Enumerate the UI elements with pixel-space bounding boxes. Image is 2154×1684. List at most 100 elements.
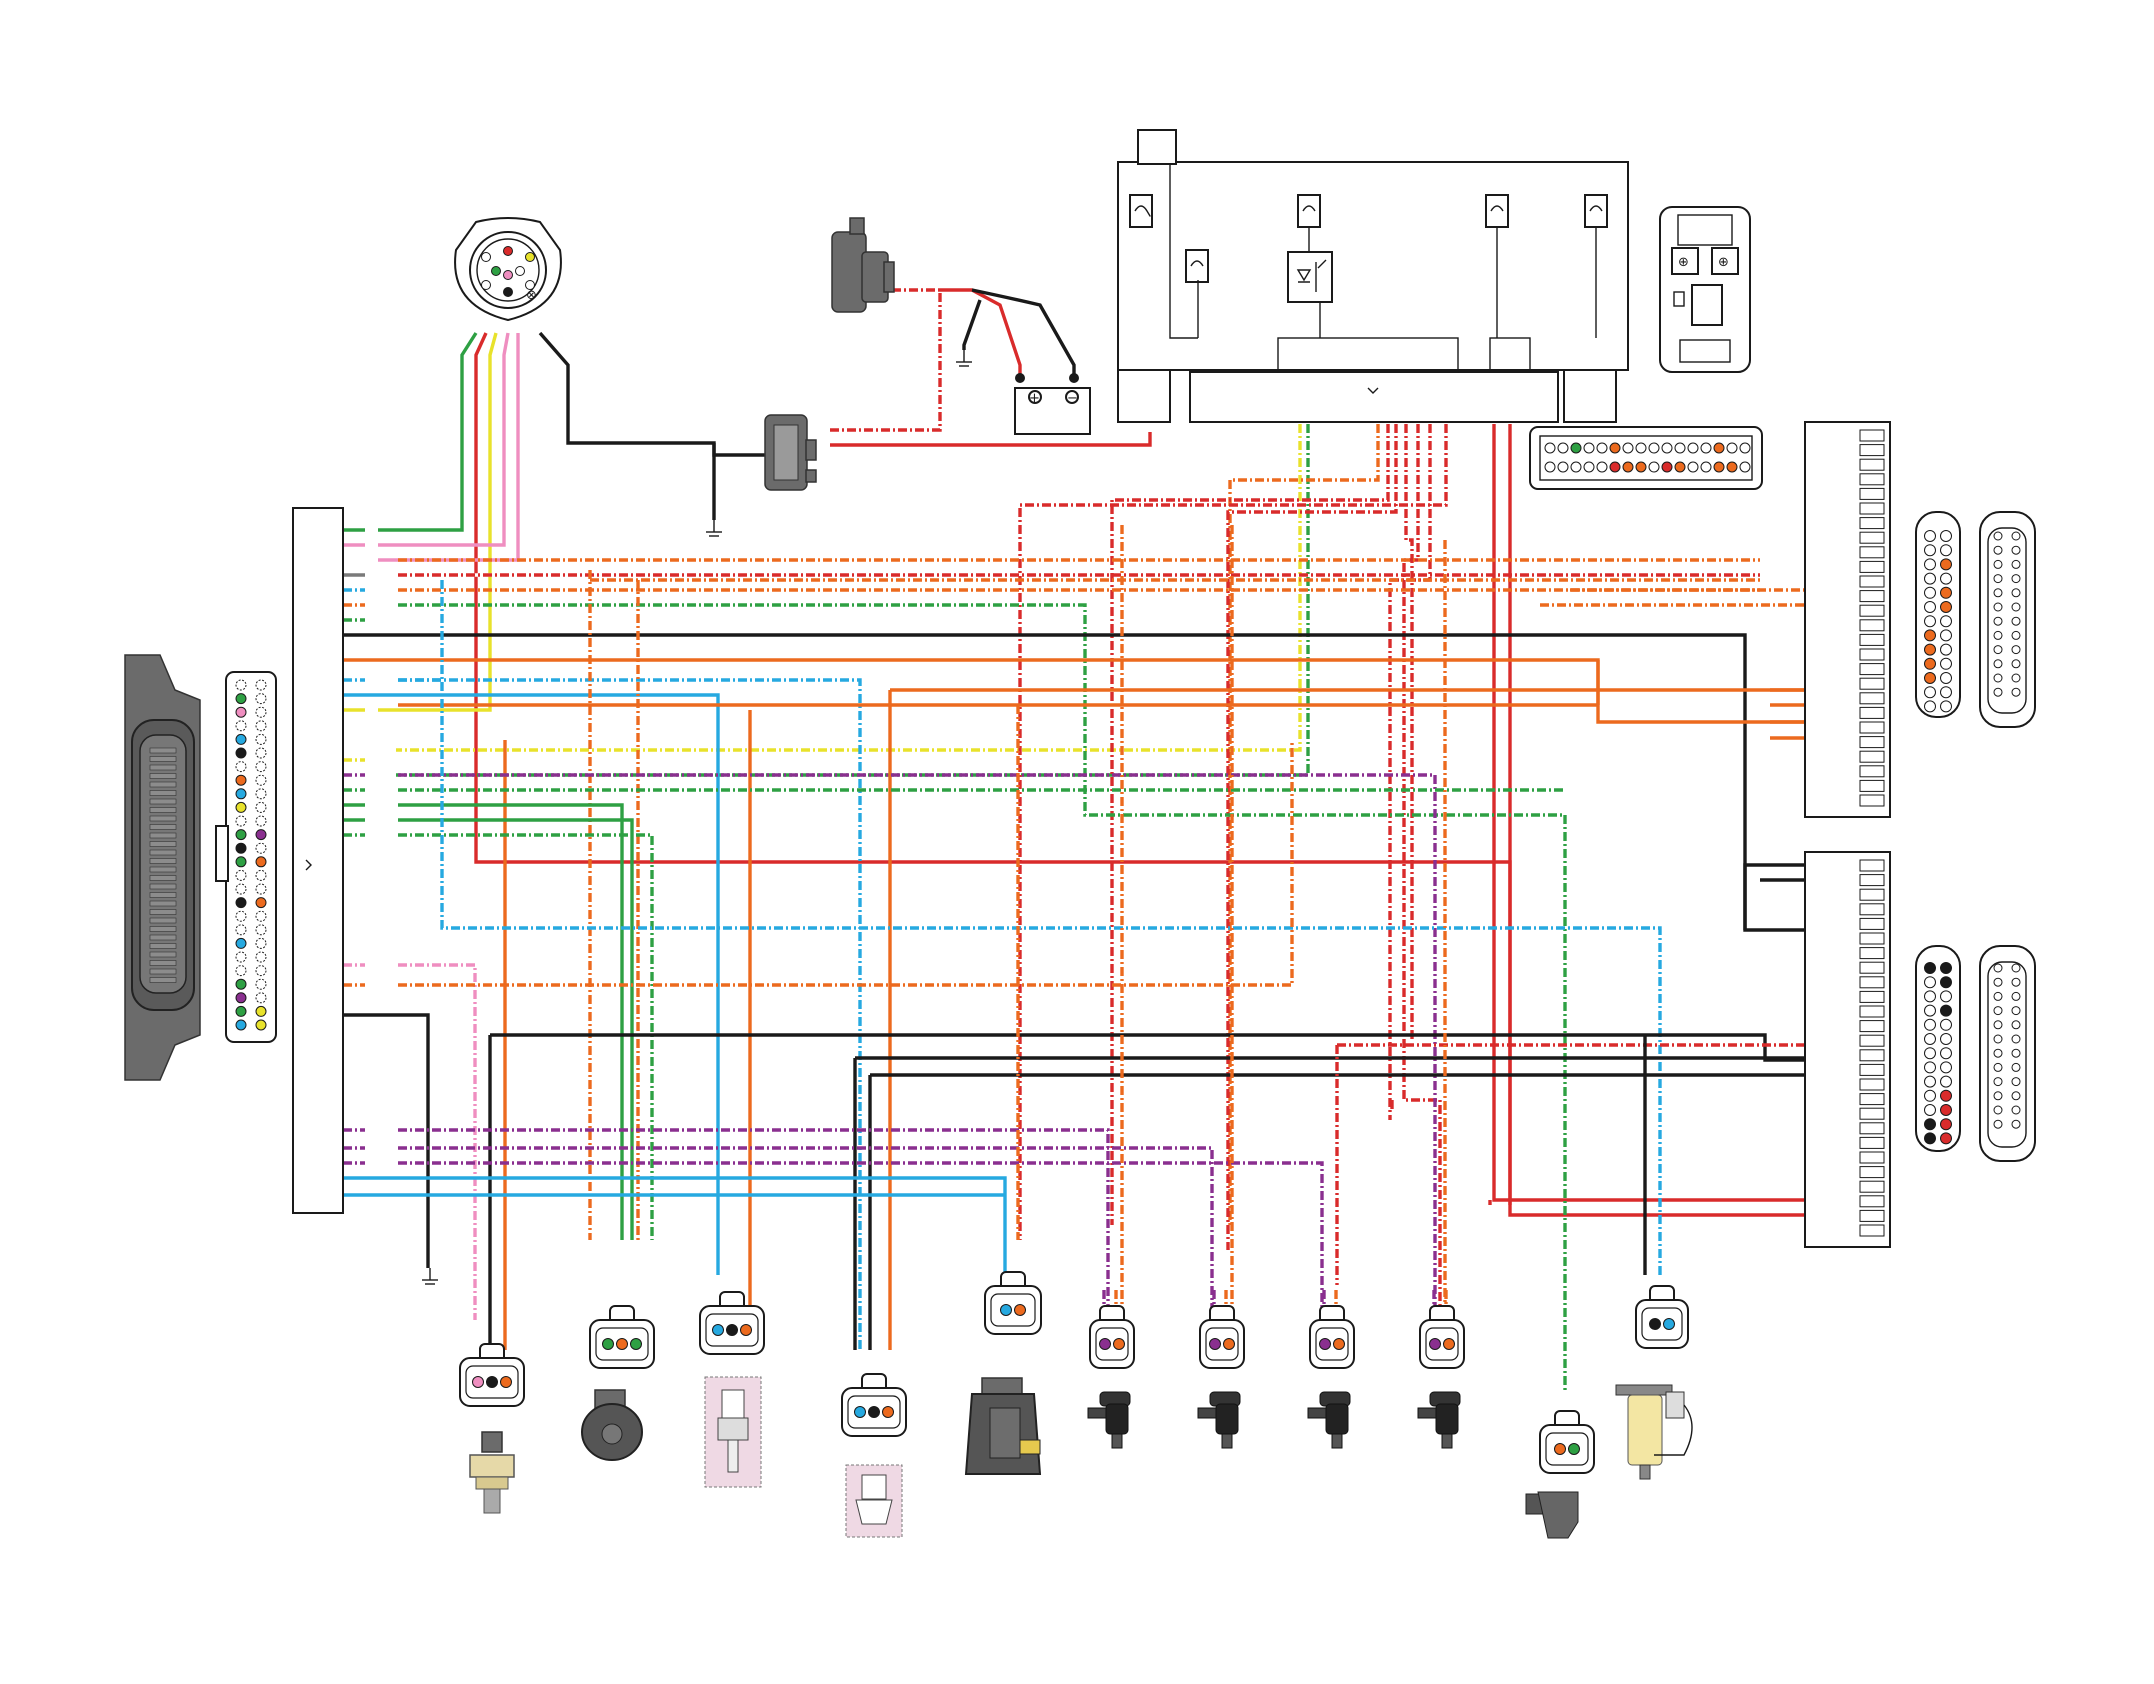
ecm-pin bbox=[150, 791, 176, 796]
connector-right-bottom bbox=[1916, 946, 2035, 1161]
connector-cavity bbox=[1941, 1034, 1952, 1045]
connector-cavity bbox=[1941, 673, 1952, 684]
connector-cavity bbox=[1941, 616, 1952, 627]
connector-cavity bbox=[1210, 1339, 1221, 1350]
connector-cavity bbox=[631, 1339, 642, 1350]
fuse-connector-cavity bbox=[1727, 462, 1737, 472]
diagnostic-connector: ⊗ bbox=[455, 218, 561, 320]
fuel-injector-icon bbox=[1198, 1392, 1240, 1448]
harness-terminal bbox=[1860, 518, 1884, 529]
wire-black bbox=[964, 300, 980, 350]
fuse-connector-cavity bbox=[1597, 462, 1607, 472]
wire-green bbox=[398, 805, 622, 1240]
injector-nozzle bbox=[1332, 1434, 1342, 1448]
ecm-icon bbox=[125, 655, 200, 1080]
connector-cavity bbox=[1941, 602, 1952, 613]
harness-terminal bbox=[1860, 991, 1884, 1002]
harness-terminal bbox=[1860, 1021, 1884, 1032]
ecm-cavity bbox=[256, 694, 266, 704]
wire-black bbox=[714, 443, 770, 455]
ecm-cavity bbox=[256, 857, 266, 867]
harness-terminal bbox=[1860, 795, 1884, 806]
ecm-cavity bbox=[256, 993, 266, 1003]
ecm-cavity bbox=[256, 911, 266, 921]
ecm-cavity bbox=[256, 1020, 266, 1030]
ecm-cavity bbox=[256, 952, 266, 962]
terminal-pin bbox=[1994, 532, 2002, 540]
connector-cavity bbox=[1925, 1133, 1936, 1144]
ecm-cavity bbox=[236, 898, 246, 908]
ecm-pin bbox=[150, 910, 176, 915]
connector-cavity bbox=[1925, 1076, 1936, 1087]
ecm-cavity bbox=[236, 762, 246, 772]
fuse-connector-cavity bbox=[1545, 443, 1555, 453]
ecm-cavity bbox=[256, 762, 266, 772]
harness-terminal bbox=[1860, 1181, 1884, 1192]
ecm-cavity bbox=[256, 938, 266, 948]
connector-cavity bbox=[1941, 1105, 1952, 1116]
connector-cavity bbox=[1001, 1305, 1012, 1316]
ecm-cavity bbox=[236, 993, 246, 1003]
injector-body bbox=[1106, 1404, 1128, 1434]
connector-cavity bbox=[1925, 644, 1936, 655]
terminal-pin bbox=[1994, 660, 2002, 668]
fuse-connector-cavity bbox=[1701, 462, 1711, 472]
ecm-pin bbox=[150, 918, 176, 923]
fuse-box-connector bbox=[1530, 427, 1762, 489]
sensor-connector bbox=[590, 1306, 654, 1368]
harness-terminal bbox=[1860, 459, 1884, 470]
connector-cavity bbox=[1941, 1090, 1952, 1101]
ecm-cavity bbox=[256, 748, 266, 758]
connector-cavity bbox=[1664, 1319, 1675, 1330]
injector-body bbox=[1326, 1404, 1348, 1434]
connector-face bbox=[991, 1294, 1035, 1326]
connector-cavity bbox=[1224, 1339, 1235, 1350]
terminal-pin bbox=[1994, 646, 2002, 654]
starter-motor-icon bbox=[832, 218, 894, 312]
ecm-pin bbox=[150, 952, 176, 957]
harness-terminal bbox=[1860, 445, 1884, 456]
ecm-cavity bbox=[236, 979, 246, 989]
ecm-cavity bbox=[236, 938, 246, 948]
connector-cavity bbox=[473, 1377, 484, 1388]
connector-cavity bbox=[1925, 658, 1936, 669]
ecm-pin bbox=[150, 757, 176, 762]
fuel-injector-icon bbox=[1418, 1392, 1460, 1448]
ecm-cavity bbox=[256, 707, 266, 717]
terminal-pin bbox=[2012, 1063, 2020, 1071]
injector-nozzle bbox=[1112, 1434, 1122, 1448]
connector-cavity bbox=[1941, 991, 1952, 1002]
ecm-pin bbox=[150, 816, 176, 821]
ecm-cavity bbox=[236, 843, 246, 853]
fuse-connector-cavity bbox=[1675, 443, 1685, 453]
connector-cavity bbox=[1941, 977, 1952, 988]
fuse-connector-cavity bbox=[1571, 462, 1581, 472]
ecm-cavity bbox=[256, 734, 266, 744]
harness-terminal bbox=[1860, 751, 1884, 762]
wire-white bbox=[378, 333, 532, 575]
harness-terminal bbox=[1860, 503, 1884, 514]
ecm-cavity bbox=[256, 925, 266, 935]
terminal-pin bbox=[1994, 631, 2002, 639]
sensor-connector bbox=[460, 1344, 524, 1406]
fuel-injector-icon bbox=[1308, 1392, 1350, 1448]
connector-cavity bbox=[1925, 1034, 1936, 1045]
connector-cavity bbox=[1334, 1339, 1345, 1350]
ecm-pin bbox=[150, 876, 176, 881]
ecm-cavity bbox=[236, 1020, 246, 1030]
fuse-connector-cavity bbox=[1636, 443, 1646, 453]
connector-cavity bbox=[855, 1407, 866, 1418]
ecm-cavity bbox=[236, 966, 246, 976]
ecm-cavity bbox=[236, 789, 246, 799]
ecm-pin bbox=[150, 944, 176, 949]
fuse-connector-cavity bbox=[1558, 443, 1568, 453]
connector-cavity bbox=[1444, 1339, 1455, 1350]
connector-cavity bbox=[603, 1339, 614, 1350]
harness-terminal bbox=[1860, 693, 1884, 704]
fuel-pump-icon bbox=[966, 1378, 1040, 1474]
fuse-connector-cavity bbox=[1701, 443, 1711, 453]
wire-red bbox=[1390, 424, 1430, 1120]
connector-cavity bbox=[1925, 545, 1936, 556]
harness-terminal bbox=[1860, 977, 1884, 988]
connector-cavity bbox=[1925, 963, 1936, 974]
